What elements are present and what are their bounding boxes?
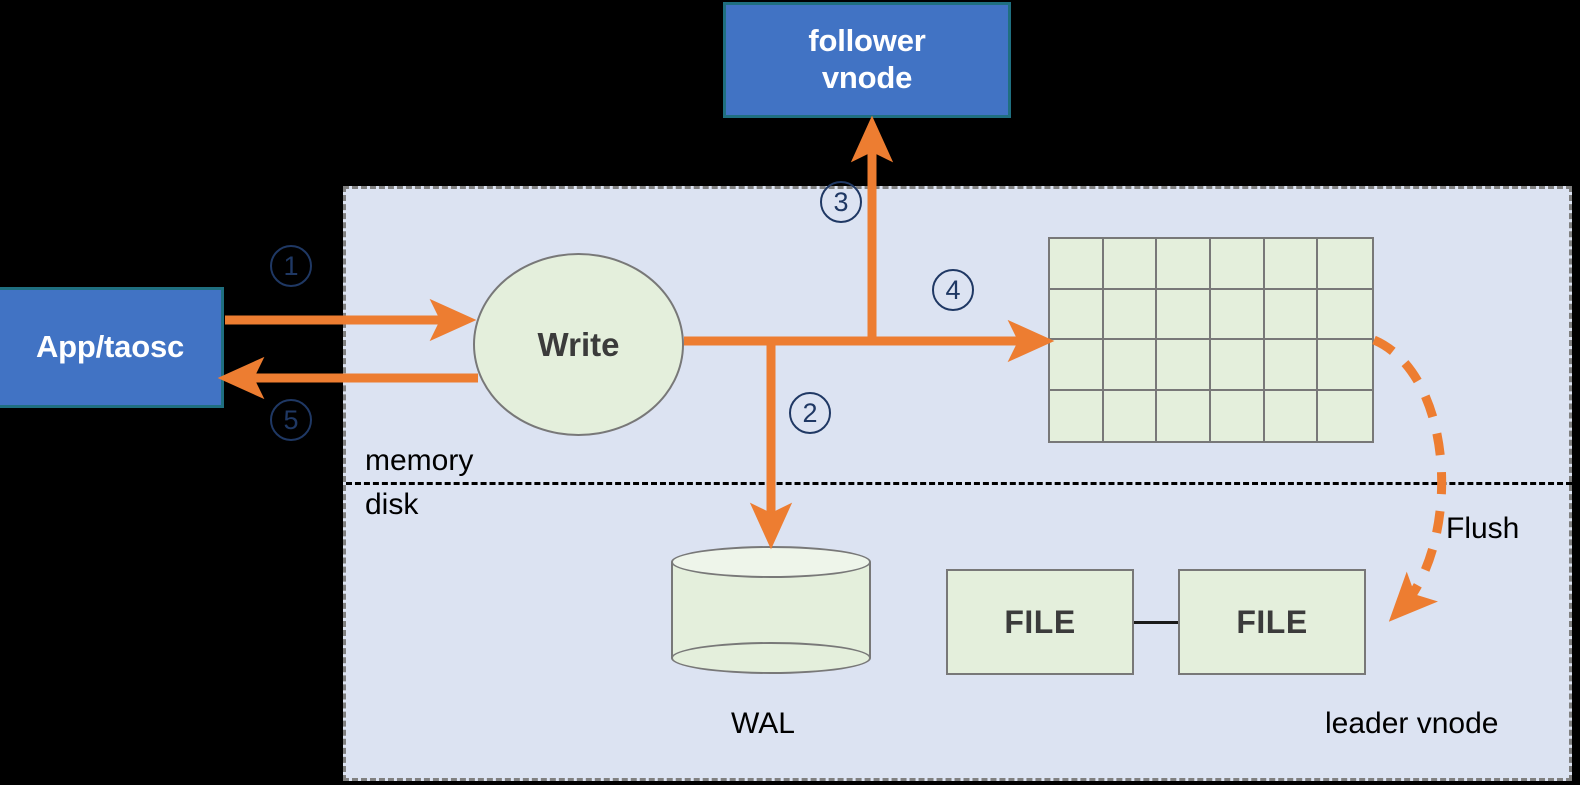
- step-number-3: 3: [820, 181, 862, 223]
- grid-cell: [1211, 340, 1265, 391]
- grid-cell: [1264, 289, 1319, 340]
- grid-cell: [1103, 340, 1158, 391]
- grid-cell: [1050, 239, 1104, 290]
- step-number-1-text: 1: [283, 250, 299, 281]
- grid-cell: [1318, 340, 1372, 391]
- memory-table-grid: [1048, 237, 1374, 443]
- step-number-2: 2: [789, 392, 831, 434]
- step-number-4: 4: [932, 269, 974, 311]
- grid-cell: [1264, 340, 1319, 391]
- grid-cell: [1157, 289, 1211, 340]
- app-taosc-box: App/taosc: [0, 287, 224, 408]
- grid-cell: [1103, 289, 1158, 340]
- step-number-1: 1: [270, 245, 312, 287]
- app-taosc-label: App/taosc: [35, 329, 185, 365]
- file-link-line: [1134, 621, 1178, 624]
- grid-cell: [1318, 390, 1372, 441]
- grid-cell: [1318, 239, 1372, 290]
- grid-cell: [1157, 239, 1211, 290]
- grid-cell: [1211, 289, 1265, 340]
- grid-cell: [1050, 390, 1104, 441]
- cylinder-top-cap: [671, 546, 871, 578]
- step-number-5: 5: [270, 399, 312, 441]
- follower-vnode-label-line1: follower: [808, 23, 926, 59]
- memory-disk-divider: [346, 482, 1572, 485]
- grid-cell: [1264, 390, 1319, 441]
- grid-cell: [1050, 340, 1104, 391]
- grid-cell: [1157, 390, 1211, 441]
- file-box-1-label: FILE: [1004, 603, 1076, 640]
- memory-label: memory: [365, 444, 474, 477]
- step-number-3-text: 3: [833, 186, 849, 217]
- grid-cell: [1157, 340, 1211, 391]
- file-box-2-label: FILE: [1236, 603, 1308, 640]
- leader-vnode-label: leader vnode: [1325, 707, 1499, 740]
- write-node: Write: [473, 253, 684, 436]
- wal-label: WAL: [731, 707, 795, 740]
- wal-cylinder: [671, 546, 871, 674]
- follower-vnode-label-line2: vnode: [821, 60, 913, 95]
- cylinder-bottom-cap: [671, 642, 871, 674]
- flush-label: Flush: [1446, 512, 1520, 545]
- file-box-1: FILE: [946, 569, 1134, 675]
- grid-cell: [1103, 390, 1158, 441]
- grid-cell: [1103, 239, 1158, 290]
- write-node-label: Write: [537, 325, 620, 363]
- file-box-2: FILE: [1178, 569, 1366, 675]
- grid-cell: [1211, 239, 1265, 290]
- step-number-5-text: 5: [283, 404, 299, 435]
- grid-cell: [1264, 239, 1319, 290]
- step-number-2-text: 2: [802, 397, 818, 428]
- grid-cell: [1050, 289, 1104, 340]
- grid-cell: [1211, 390, 1265, 441]
- grid-cell: [1318, 289, 1372, 340]
- disk-label: disk: [365, 488, 419, 521]
- step-number-4-text: 4: [945, 274, 961, 305]
